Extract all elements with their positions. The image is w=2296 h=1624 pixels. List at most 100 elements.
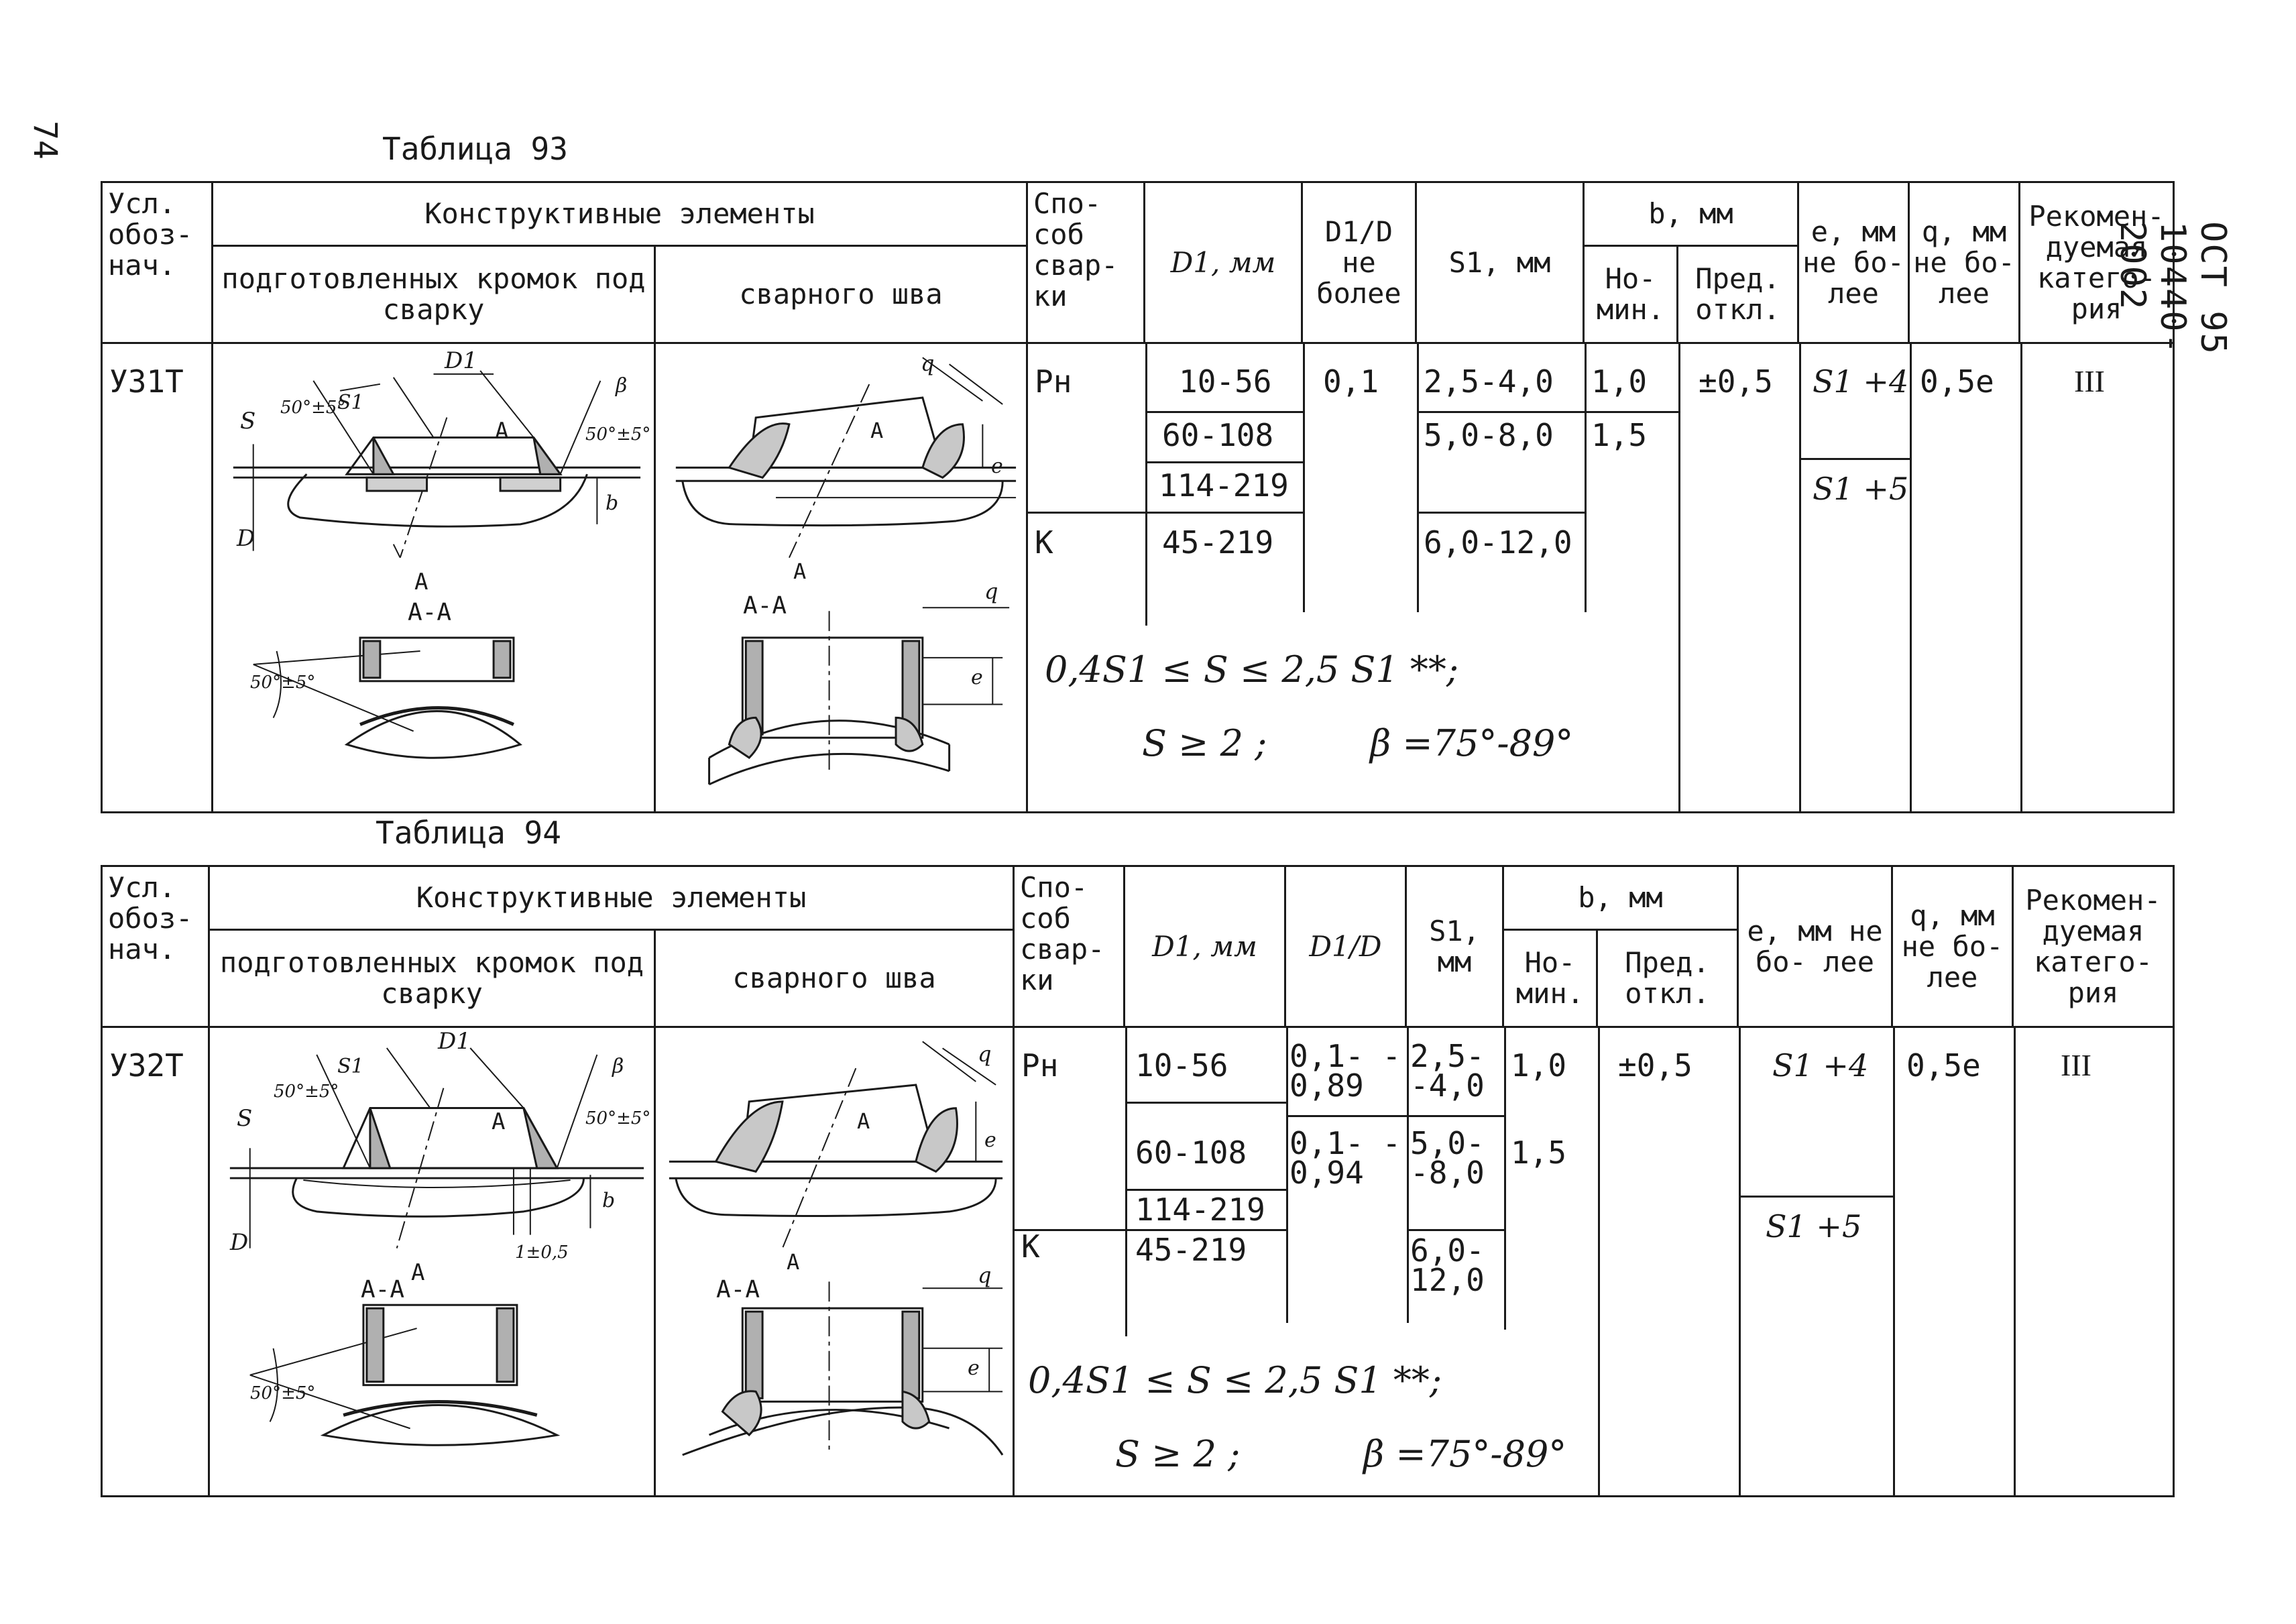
header-d1d: D1/D (1284, 865, 1407, 1028)
d1-value-4: 45-219 (1162, 524, 1274, 561)
label-angle-right: 50°±5° (585, 424, 651, 445)
s1-value-1: 2,5- -4,0 (1410, 1038, 1485, 1104)
header-category: Рекомен- дуемая катего- рия (2012, 865, 2175, 1028)
method-k: К (1035, 524, 1053, 561)
b-nom-2: 1,5 (1591, 417, 1648, 453)
formula-line-2: S ≥ 2 ; (1142, 722, 1267, 764)
label-a-bottom: A (411, 1259, 425, 1286)
header-elements: Конструктивные элементы (211, 181, 1028, 247)
designation-cell: У32Т (101, 1026, 210, 1497)
header-b-nom: Но- мин. (1583, 245, 1678, 344)
e-value-2: S1 +5 (1813, 471, 1909, 507)
label-e: e (984, 1128, 996, 1152)
values-area: Рн К 10-56 60-108 114-219 45-219 0,1 2,5… (1026, 342, 2175, 813)
q-value: 0,5e (1920, 363, 1994, 400)
q-value: 0,5e (1906, 1047, 1981, 1084)
label-b: b (606, 491, 619, 515)
d1d-value-2: 0,1- -0,94 (1289, 1125, 1401, 1191)
drawing-prepared-edges: S S1 D1 D A A b β 50°±5° 50°±5° 1±0,5 А-… (208, 1026, 656, 1497)
formula-line-1: 0,4S1 ≤ S ≤ 2,5 S1 **; (1045, 648, 1459, 691)
b-dev: ±0,5 (1618, 1047, 1692, 1084)
designation-cell: У31Т (101, 342, 213, 813)
d1-value-2: 60-108 (1162, 417, 1274, 453)
label-angle-left: 50°±5° (280, 398, 346, 418)
drawing-weld-seam: q e A A А-А q e (654, 1026, 1015, 1497)
header-q: q, мм не бо- лее (1908, 181, 2020, 344)
formula-line-2: S ≥ 2 ; (1115, 1433, 1241, 1475)
header-designation: Усл. обоз- нач. (101, 181, 213, 344)
method-k: К (1021, 1228, 1040, 1265)
category-value: III (2061, 1048, 2091, 1082)
formula-beta: β =75°-89° (1370, 722, 1574, 764)
header-weld-seam: сварного шва (654, 929, 1015, 1028)
label-beta: β (616, 374, 628, 398)
method-rn: Рн (1035, 363, 1072, 400)
header-q: q, мм не бо- лее (1891, 865, 2014, 1028)
page-number: 74 (26, 121, 64, 160)
b-nom-2: 1,5 (1511, 1135, 1567, 1171)
d1d-value-1: 0,1- -0,89 (1289, 1038, 1401, 1104)
b-dev: ±0,5 (1699, 363, 1773, 400)
weld-seam-drawing (675, 357, 1017, 786)
table-93: Усл. обоз- нач. Конструктивные элементы … (101, 181, 2175, 813)
table-93-label: Таблица 93 (382, 131, 568, 167)
d1-value-1: 10-56 (1135, 1047, 1228, 1084)
label-q-section: q (984, 579, 998, 604)
header-s1: S1, мм (1415, 181, 1585, 344)
header-prepared-edges: подготовленных кромок под сварку (208, 929, 656, 1028)
header-d1d: D1/D не более (1301, 181, 1417, 344)
label-d1: D1 (445, 347, 477, 374)
header-e: e, мм не бо- лее (1737, 865, 1893, 1028)
label-s: S (240, 408, 256, 434)
label-a-top: A (492, 1108, 506, 1135)
values-area: Рн К 10-56 60-108 114-219 45-219 0,1- -0… (1013, 1026, 2175, 1497)
header-weld-seam: сварного шва (654, 245, 1028, 344)
header-d1: D1, мм (1143, 181, 1303, 344)
e-value-1: S1 +4 (1813, 363, 1909, 400)
label-angle-section: 50°±5° (250, 673, 316, 693)
prepared-edges-drawing (233, 370, 641, 759)
header-category: Рекомен- дуемая катего- рия (2018, 181, 2175, 344)
drawing-weld-seam: q e A A А-А q e (654, 342, 1028, 813)
d1d-value: 0,1 (1323, 363, 1379, 400)
header-b: b, мм (1502, 865, 1739, 931)
header-prepared-edges: подготовленных кромок под сварку (211, 245, 656, 344)
method-rn: Рн (1021, 1047, 1059, 1084)
d1-value-4: 45-219 (1135, 1232, 1247, 1268)
e-value-2: S1 +5 (1766, 1208, 1862, 1244)
table-94: Усл. обоз- нач. Конструктивные элементы … (101, 865, 2175, 1497)
label-gap: 1±0,5 (515, 1242, 569, 1263)
header-b-dev: Пред. откл. (1676, 245, 1799, 344)
label-a-weld: A (857, 1108, 870, 1134)
s1-value-3: 6,0- 12,0 (1410, 1232, 1485, 1298)
header-d1: D1, мм (1123, 865, 1286, 1028)
drawing-prepared-edges: S S1 D1 D A A b β 50°±5° 50°±5° А-А 50°±… (211, 342, 656, 813)
section-label-weld: А-А (743, 592, 787, 620)
category-value: III (2074, 364, 2105, 398)
label-d: D (237, 525, 255, 552)
header-b-nom: Но- мин. (1502, 929, 1598, 1028)
section-label-weld: А-А (716, 1276, 760, 1303)
label-e: e (991, 455, 1003, 478)
d1-value-3: 114-219 (1135, 1192, 1265, 1228)
b-nom-1: 1,0 (1591, 363, 1648, 400)
s1-value-1: 2,5-4,0 (1424, 363, 1554, 400)
designation: У32Т (109, 1047, 184, 1084)
label-q-section: q (978, 1263, 992, 1288)
b-nom-1: 1,0 (1511, 1047, 1567, 1084)
header-b-dev: Пред. откл. (1596, 929, 1739, 1028)
table-94-label: Таблица 94 (376, 815, 561, 851)
label-a-bottom: A (414, 569, 428, 595)
formula-beta: β =75°-89° (1363, 1433, 1567, 1475)
label-e-section: e (971, 666, 983, 689)
designation: У31Т (109, 363, 184, 400)
s1-value-3: 6,0-12,0 (1424, 524, 1572, 561)
prepared-edges-drawing (229, 1047, 644, 1446)
section-label: А-А (408, 599, 452, 626)
label-d: D (230, 1229, 249, 1256)
e-value-1: S1 +4 (1772, 1047, 1869, 1084)
label-q: q (978, 1041, 992, 1067)
header-method: Спо- соб свар- ки (1013, 865, 1125, 1028)
header-e: e, мм не бо- лее (1797, 181, 1910, 344)
s1-value-2: 5,0- -8,0 (1410, 1125, 1485, 1191)
